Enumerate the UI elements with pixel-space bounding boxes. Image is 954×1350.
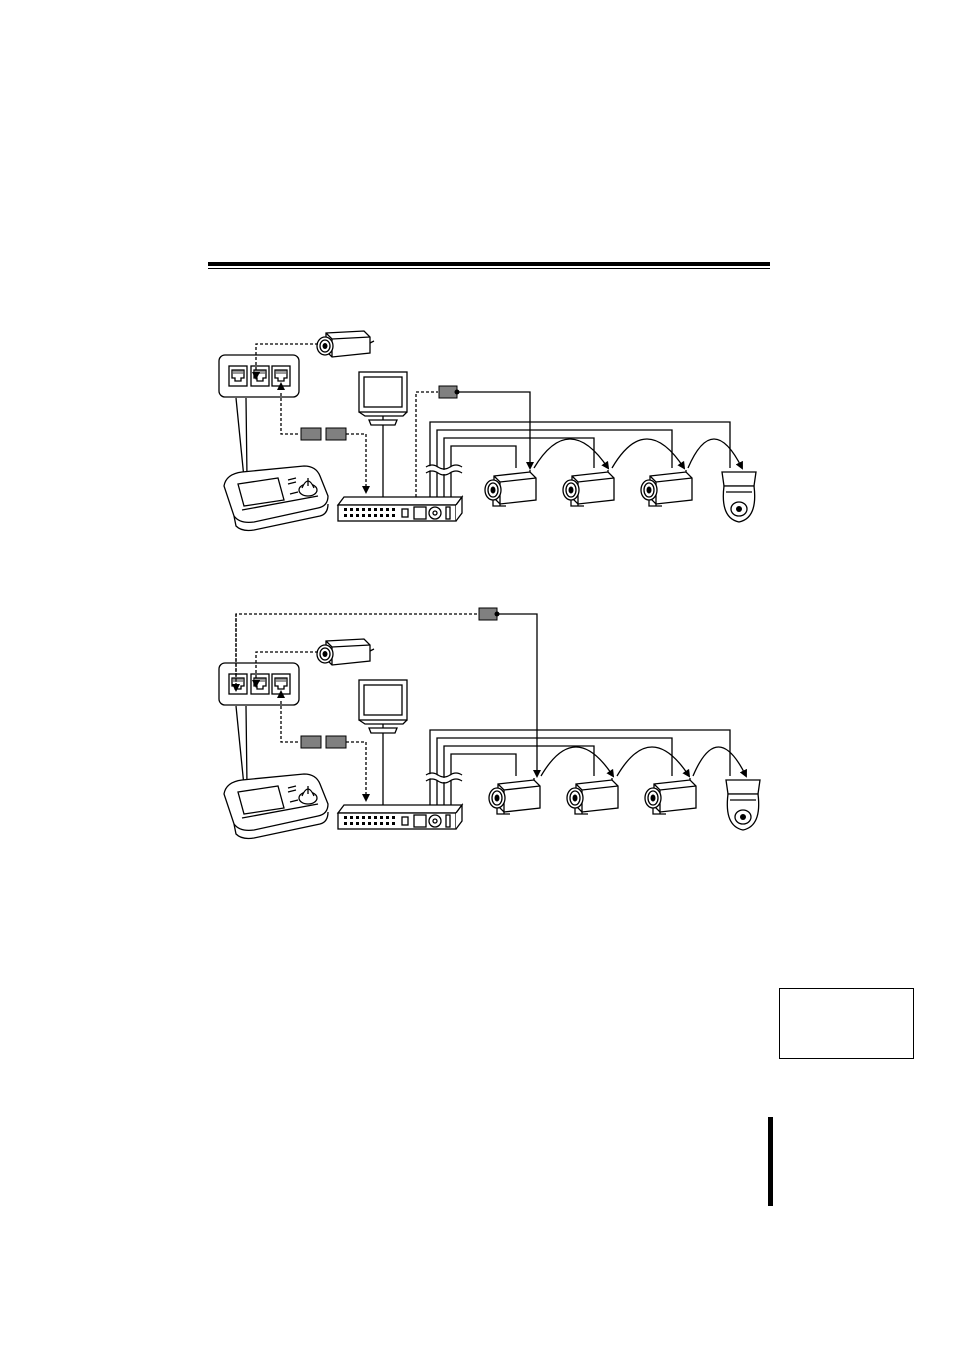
recorder-button xyxy=(380,514,383,517)
box-camera xyxy=(563,470,614,506)
data-cable-dashed xyxy=(416,392,438,497)
rj-jack xyxy=(229,674,247,694)
rs485-daisy-chain xyxy=(688,439,742,468)
box-camera xyxy=(645,778,696,814)
digital-video-recorder xyxy=(338,805,462,829)
callout-line xyxy=(236,398,247,478)
recorder-button xyxy=(350,514,353,517)
recorder-button xyxy=(356,822,359,825)
recorder-button xyxy=(380,508,383,511)
dome-camera xyxy=(726,780,760,830)
recorder-button xyxy=(356,514,359,517)
dome-housing xyxy=(726,780,760,794)
recorder-button xyxy=(356,816,359,819)
rs485-daisy-chain xyxy=(617,747,689,776)
side-thumb-bar xyxy=(768,1117,773,1206)
video-cable xyxy=(437,430,672,497)
recorder-button xyxy=(344,514,347,517)
box-camera xyxy=(489,778,540,814)
box-camera xyxy=(317,639,374,665)
rs485-daisy-chain xyxy=(534,439,608,468)
callout-line xyxy=(236,706,247,786)
recorder-button xyxy=(362,822,365,825)
recorder-button xyxy=(368,514,371,517)
lcd-monitor xyxy=(359,372,407,425)
recorder-button xyxy=(392,514,395,517)
cable-connector xyxy=(479,608,497,620)
cable-connector xyxy=(301,736,321,748)
dome-housing xyxy=(722,472,756,486)
dome-camera xyxy=(722,472,756,522)
recorder-button xyxy=(362,816,365,819)
recorder-button xyxy=(380,816,383,819)
controller-keyboard xyxy=(224,466,328,531)
control-cable-dashed xyxy=(281,393,300,434)
recorder-button xyxy=(386,508,389,511)
lcd-monitor xyxy=(359,680,407,733)
recorder-button xyxy=(368,816,371,819)
diagram-system-2 xyxy=(219,608,760,839)
rj-jack xyxy=(272,674,290,694)
rs485-daisy-chain xyxy=(612,439,684,468)
recorder-button xyxy=(350,816,353,819)
box-camera xyxy=(317,331,374,357)
recorder-button xyxy=(392,508,395,511)
recorder-button xyxy=(380,822,383,825)
data-cable xyxy=(497,614,537,776)
recorder-button xyxy=(392,816,395,819)
monitor-icon xyxy=(359,680,407,720)
recorder-button xyxy=(386,822,389,825)
recorder-button xyxy=(374,816,377,819)
keyboard-icon xyxy=(224,774,328,830)
keyboard-icon xyxy=(224,466,328,522)
cable-connector xyxy=(326,736,346,748)
recorder-button xyxy=(386,514,389,517)
monitor-icon xyxy=(359,372,407,412)
recorder-button xyxy=(368,822,371,825)
recorder-button xyxy=(374,514,377,517)
box-camera xyxy=(567,778,618,814)
recorder-button xyxy=(344,822,347,825)
monitor-stand xyxy=(369,420,397,425)
rj-jack xyxy=(229,366,247,386)
rj-jack xyxy=(251,674,269,694)
rj-jack xyxy=(251,366,269,386)
recorder-button xyxy=(344,816,347,819)
rs485-daisy-chain xyxy=(541,747,613,776)
recorder-button xyxy=(362,514,365,517)
diagram-system-1 xyxy=(219,331,756,531)
controller-keyboard xyxy=(224,774,328,839)
box-camera xyxy=(641,470,692,506)
rs485-daisy-chain xyxy=(693,747,746,776)
recorder-button xyxy=(356,508,359,511)
recorder-button xyxy=(350,822,353,825)
video-cable xyxy=(437,738,672,805)
recorder-button xyxy=(362,508,365,511)
recorder-button xyxy=(344,508,347,511)
cable-connector xyxy=(439,386,457,398)
box-camera xyxy=(485,470,536,506)
recorder-button xyxy=(374,822,377,825)
recorder-button xyxy=(386,816,389,819)
control-cable-dashed xyxy=(346,742,366,800)
recorder-button xyxy=(374,508,377,511)
recorder-button xyxy=(392,822,395,825)
side-tab-box xyxy=(779,988,914,1059)
control-cable-dashed xyxy=(346,434,366,492)
cable-connector xyxy=(326,428,346,440)
rj-jack xyxy=(272,366,290,386)
control-cable-dashed xyxy=(281,701,300,742)
digital-video-recorder xyxy=(338,497,462,521)
recorder-button xyxy=(350,508,353,511)
recorder-button xyxy=(368,508,371,511)
cable-connector xyxy=(301,428,321,440)
monitor-stand xyxy=(369,728,397,733)
